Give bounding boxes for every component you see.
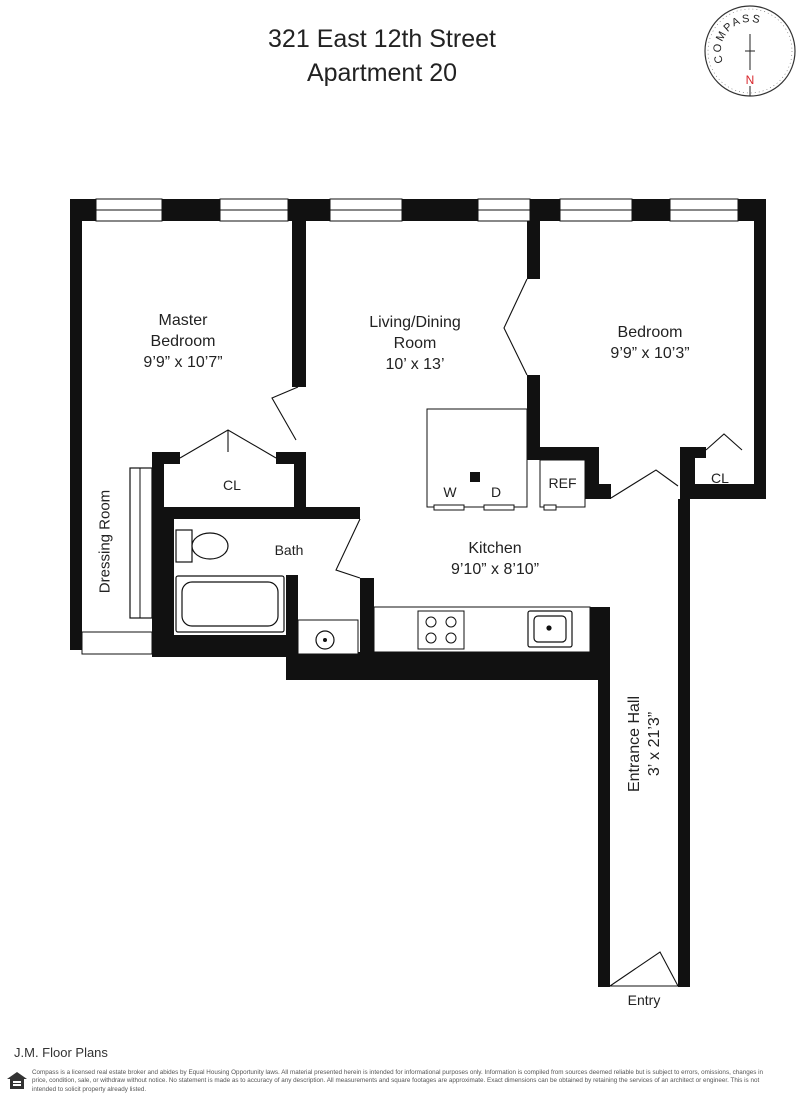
compass-north: N [746,73,755,87]
bedroom-label: Bedroom 9’9” x 10’3” [610,324,690,362]
dryer-label: D [490,484,502,500]
dressing-built-in [129,467,153,619]
unit-title: Apartment 20 [306,59,458,87]
kitchen-label: Kitchen 9’10” x 8’10” [450,540,540,578]
entry-label: Entry [627,992,661,1008]
washer-label: W [443,484,457,500]
bath-fixtures [175,529,285,633]
washer-dryer [426,408,528,508]
dressing-room-label: Dressing Room [96,489,114,594]
kitchen-sink [527,610,573,648]
living-room-label: Living/Dining Room 10’ x 13’ [369,314,461,373]
address-title: 321 East 12th Street [268,25,496,53]
doors [179,278,743,987]
stove [417,610,465,650]
floorplan-credit: J.M. Floor Plans [14,1045,108,1060]
closet-right-label: CL [711,470,729,486]
compass-emblem: COMPASS N [703,4,796,97]
equal-housing-icon [7,1072,27,1089]
fridge [539,459,586,508]
entrance-hall-label: Entrance Hall 3’ x 21’3” [626,695,663,793]
legal-disclaimer: Compass is a licensed real estate broker… [32,1069,764,1093]
closet-left-label: CL [223,477,241,493]
bath-label: Bath [274,542,304,558]
master-bedroom-label: Master Bedroom 9’9” x 10’7” [143,312,223,371]
fridge-label: REF [548,475,577,491]
